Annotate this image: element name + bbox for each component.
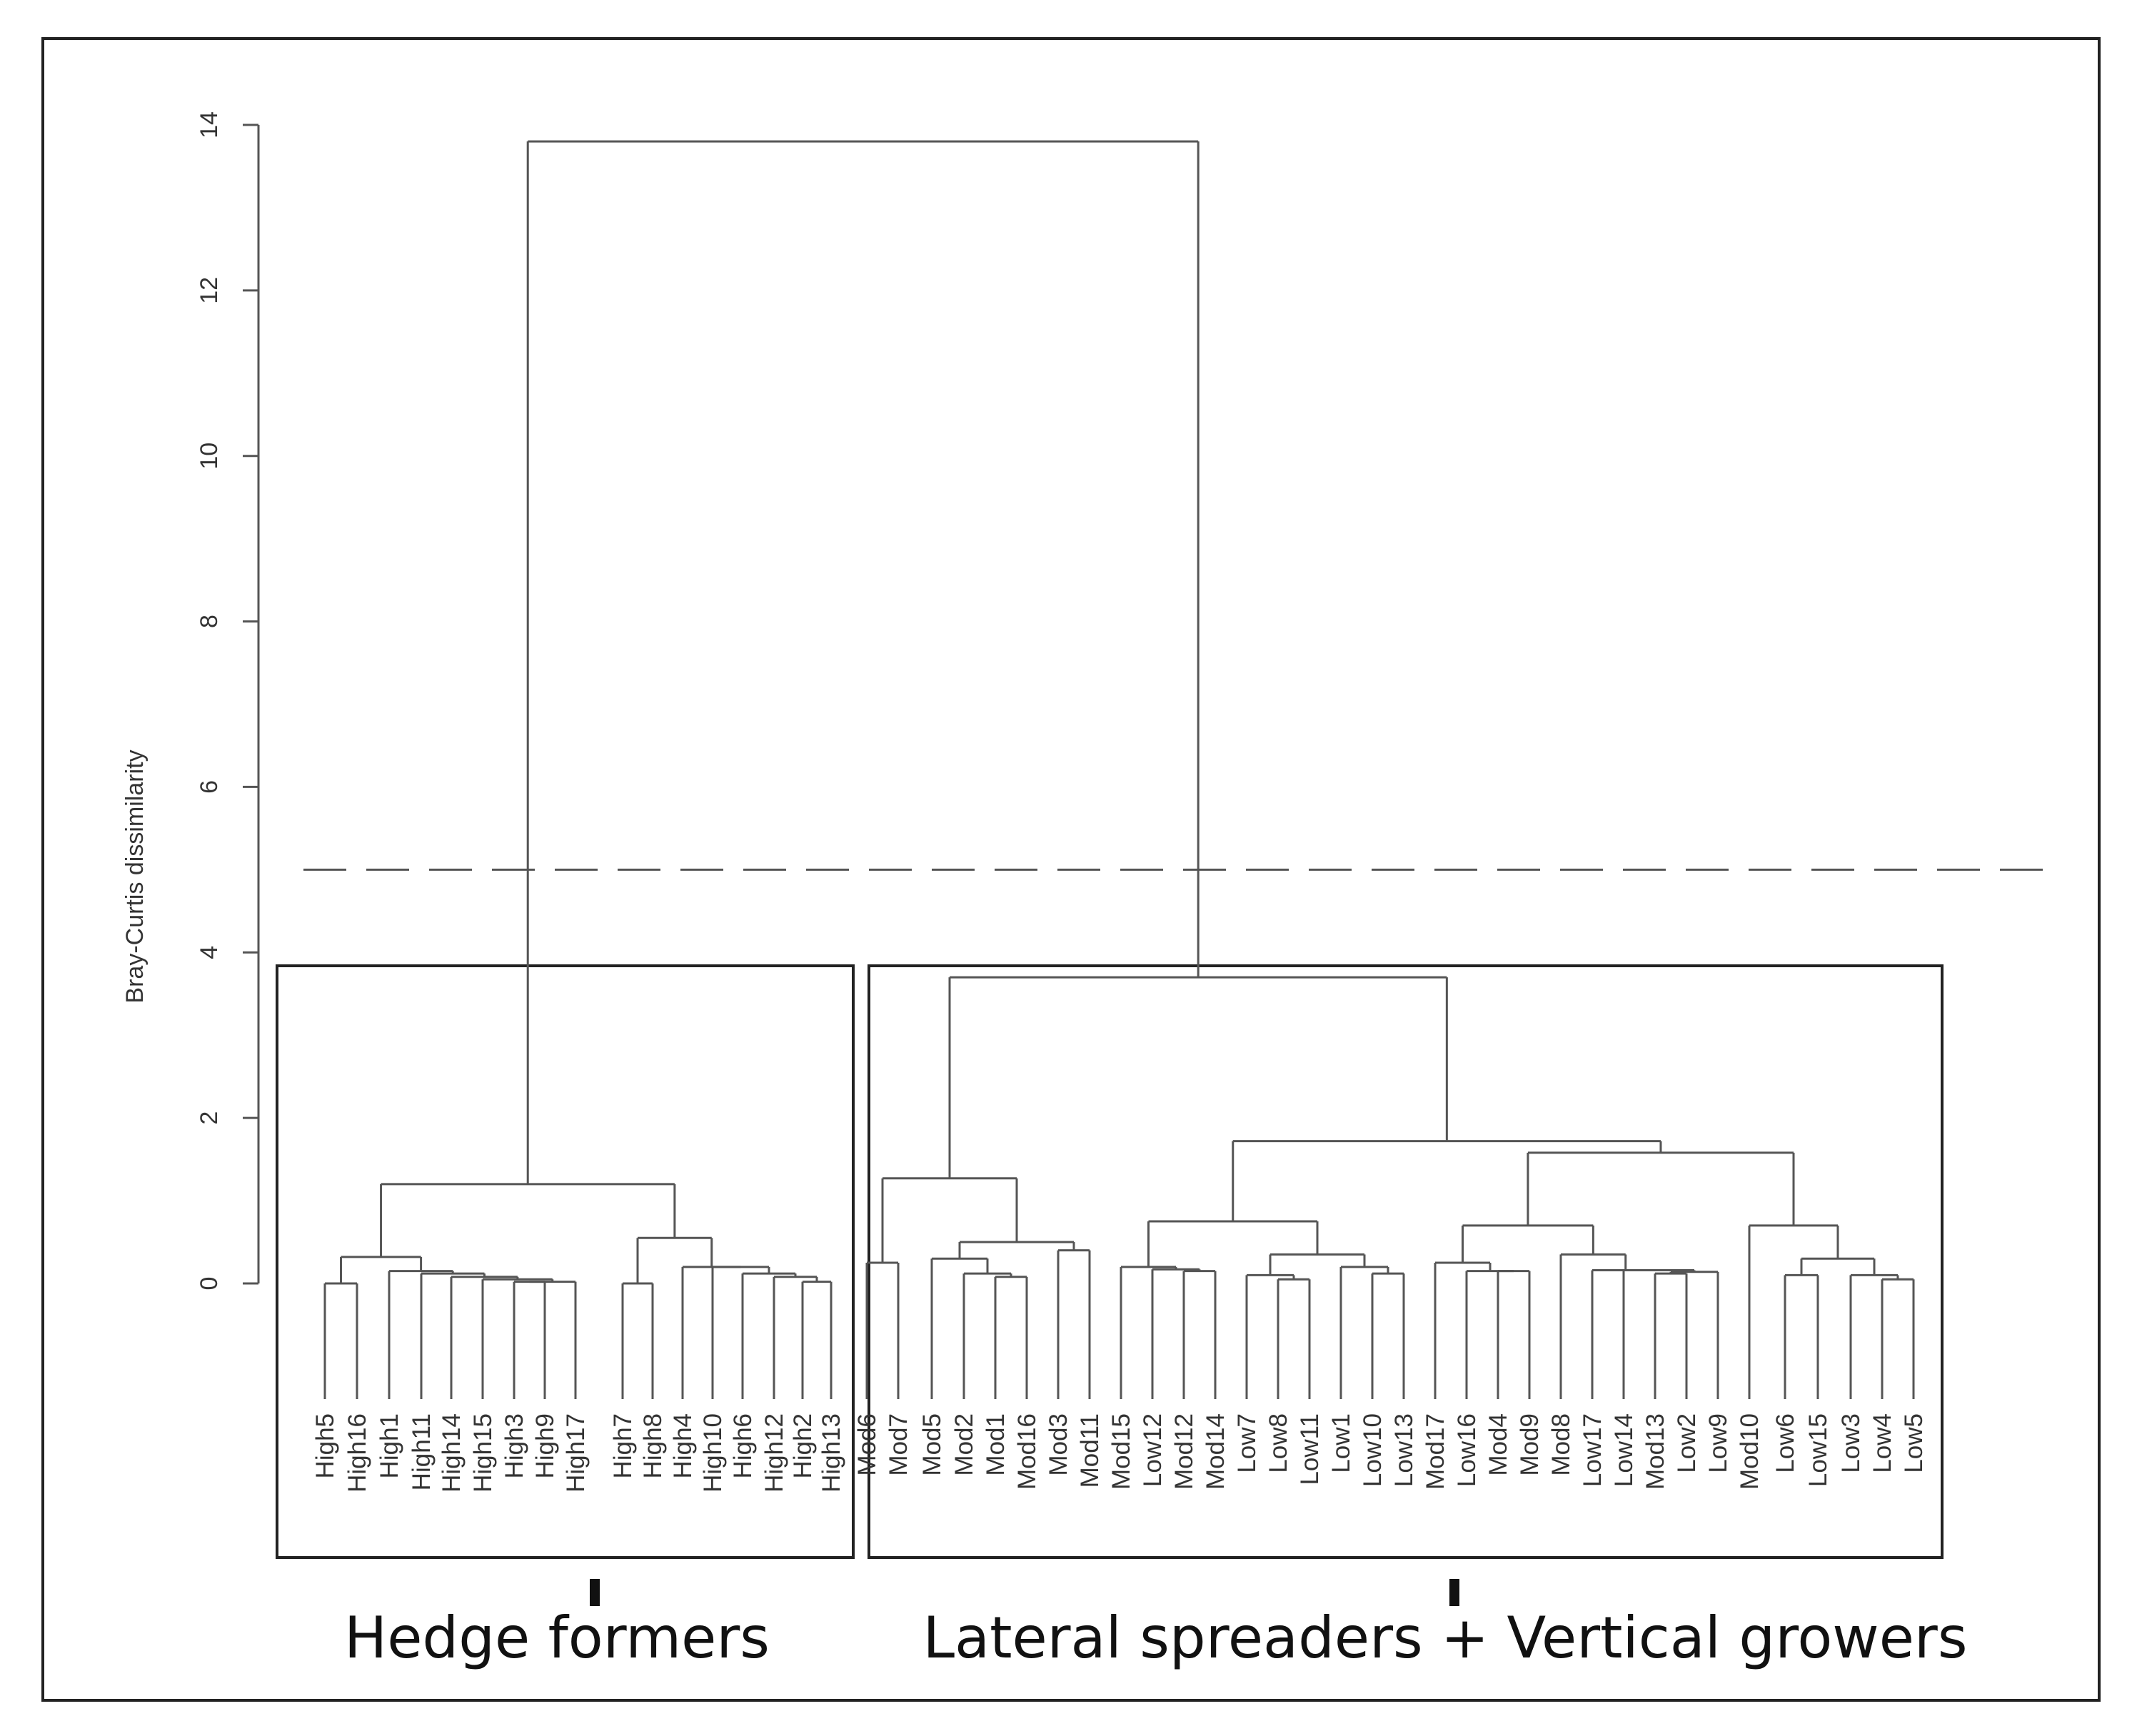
leaf-label: High15: [469, 1413, 497, 1493]
leaf-label: Low17: [1579, 1413, 1606, 1487]
leaf-label: High5: [311, 1413, 339, 1478]
leaf-label: Low11: [1296, 1413, 1324, 1485]
group-label-hedge: Hedge formers: [344, 1605, 770, 1671]
y-tick-label: 2: [196, 1111, 223, 1125]
y-tick-label: 14: [196, 111, 223, 138]
leaf-label: Mod8: [1547, 1413, 1575, 1476]
leaf-label: Low8: [1264, 1413, 1292, 1473]
leaf-label: Mod17: [1422, 1413, 1449, 1490]
leaf-label: Low3: [1837, 1413, 1865, 1473]
y-axis: 0 2 4 6 8 10 12 14: [196, 111, 260, 1291]
cluster-box-hedge: [276, 964, 855, 1559]
leaf-label: Mod4: [1484, 1413, 1512, 1476]
leaf-label: High7: [609, 1413, 637, 1478]
y-tick-label: 4: [196, 946, 223, 959]
group-marker-hedge: [590, 1579, 600, 1606]
leaf-label: Mod10: [1736, 1413, 1764, 1490]
leaf-label: Low5: [1900, 1413, 1928, 1473]
leaf-label: Low7: [1233, 1413, 1261, 1473]
leaf-label: Low12: [1139, 1413, 1167, 1487]
leaf-label: Mod13: [1641, 1413, 1669, 1490]
group-label-lateral: Lateral spreaders + Vertical growers: [922, 1605, 1967, 1671]
leaf-label: High13: [818, 1413, 845, 1493]
leaf-label: High8: [639, 1413, 667, 1478]
leaf-label: Low1: [1327, 1413, 1355, 1473]
leaf-label: Low14: [1610, 1413, 1638, 1487]
leaf-label: Low4: [1869, 1413, 1896, 1473]
y-tick-label: 6: [196, 780, 223, 794]
leaf-label: High9: [531, 1413, 559, 1478]
y-tick-label: 10: [196, 443, 223, 470]
leaf-label: Mod1: [982, 1413, 1010, 1476]
leaf-label: High14: [438, 1413, 466, 1493]
leaf-label: High2: [789, 1413, 817, 1478]
leaf-label: Low9: [1704, 1413, 1732, 1473]
leaf-label: High3: [501, 1413, 528, 1478]
group-marker-lateral: [1449, 1579, 1459, 1606]
leaf-label: Mod9: [1516, 1413, 1544, 1476]
leaf-label: High12: [760, 1413, 788, 1493]
y-tick-label: 0: [196, 1277, 223, 1291]
leaf-label: Low2: [1673, 1413, 1701, 1473]
leaf-label: Mod2: [950, 1413, 978, 1476]
leaf-label: Low16: [1453, 1413, 1481, 1487]
leaf-label: High17: [562, 1413, 590, 1493]
leaf-label: Low6: [1771, 1413, 1799, 1473]
leaf-label: Mod7: [885, 1413, 912, 1476]
leaf-label: Low13: [1390, 1413, 1418, 1487]
leaf-label: High11: [408, 1413, 436, 1490]
leaf-label: High4: [669, 1413, 697, 1478]
leaf-label: Mod6: [853, 1413, 881, 1476]
leaf-label: High10: [699, 1413, 727, 1493]
figure-frame: [41, 37, 2101, 1702]
leaf-label: High1: [376, 1413, 403, 1478]
cluster-box-lateral: [868, 964, 1944, 1559]
y-axis-label: Bray-Curtis dissimilarity: [121, 750, 149, 1003]
y-tick-label: 12: [196, 277, 223, 304]
leaf-label: Mod16: [1013, 1413, 1041, 1490]
leaf-label: Low15: [1804, 1413, 1832, 1487]
leaf-label: Mod3: [1045, 1413, 1072, 1476]
leaf-label: Mod12: [1170, 1413, 1198, 1490]
y-tick-label: 8: [196, 615, 223, 628]
leaf-label: High6: [729, 1413, 757, 1478]
leaf-label: Mod11: [1076, 1413, 1104, 1488]
leaf-label: Low10: [1359, 1413, 1387, 1487]
leaf-label: Mod14: [1202, 1413, 1230, 1490]
dendrogram-links: [323, 140, 1915, 1399]
leaf-label: Mod15: [1107, 1413, 1135, 1490]
leaf-label: High16: [343, 1413, 371, 1493]
leaf-label: Mod5: [918, 1413, 946, 1476]
